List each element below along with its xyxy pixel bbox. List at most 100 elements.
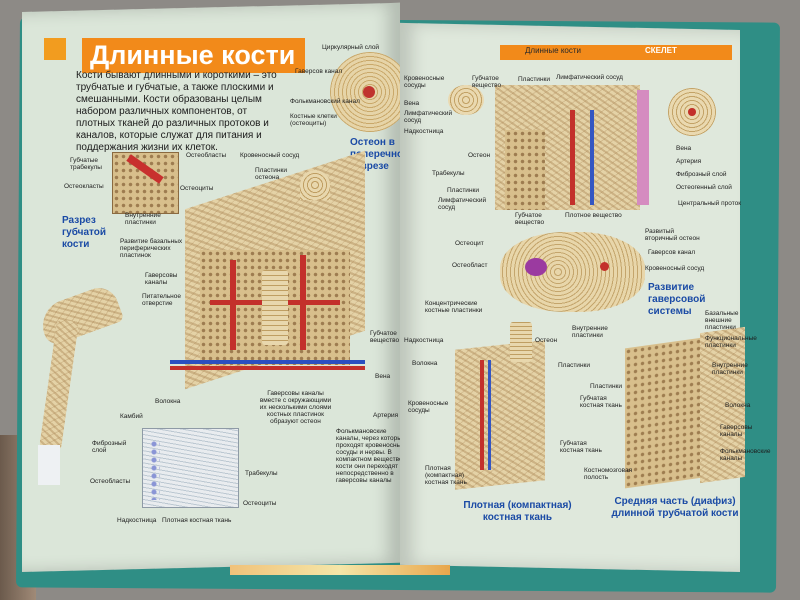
orange-tab xyxy=(44,38,66,60)
right-block-spongy xyxy=(505,130,545,210)
label-osteoblasts1: Остеобласты xyxy=(186,152,227,159)
right-osteon-center xyxy=(688,108,696,116)
label-lamina: Лимфатический сосуд xyxy=(404,110,453,124)
label-plastinki2: Пластинки xyxy=(447,187,480,194)
label-plastinki4: Пластинки xyxy=(590,383,623,390)
label-krov-sosud: Кровеносный сосуд xyxy=(240,152,300,159)
label-inner-plast: Внутренние пластинки xyxy=(125,212,161,226)
right-red-vessel xyxy=(570,110,575,205)
label-nadkost2: Надкостница xyxy=(404,337,444,344)
label-section-tub: Разрез губчатой кости xyxy=(62,215,107,250)
label-inner-plast-r: Внутренние пластинки xyxy=(572,325,608,339)
label-blue-diaphysis: Средняя часть (диафиз) длинной трубчатой… xyxy=(611,496,739,519)
compact-osteon-cylinder xyxy=(510,322,532,362)
right-pink-membrane xyxy=(637,90,649,205)
label-limfat2: Лимфатический сосуд xyxy=(438,197,487,211)
label-vena2: Вена xyxy=(676,145,692,152)
label-folk-kan2: Фолькмановские каналы xyxy=(720,448,771,462)
label-osteoblast-r: Остеобласт xyxy=(452,262,488,269)
label-havers-canal: Гаверсов канал xyxy=(295,68,343,75)
label-osteoblasts2: Остеобласты xyxy=(90,478,131,485)
label-plastinki3: Пластинки xyxy=(558,362,591,369)
label-dev-osteon: Развитый вторичный остеон xyxy=(645,228,700,242)
label-central-canal: Центральный проток xyxy=(678,200,742,207)
header-chapter: СКЕЛЕТ xyxy=(645,46,677,55)
label-plast-osteon: Пластинки остеона xyxy=(255,167,288,181)
label-fibr-layer: Фиброзный слой xyxy=(92,440,127,454)
footer-decoration xyxy=(230,565,450,575)
label-havers-desc: Гаверсовы каналы вместе с окружающими их… xyxy=(259,390,332,425)
label-krov-sosudy-r: Кровеносные сосуды xyxy=(404,75,445,89)
label-volk-desc: Фолькмановские каналы, через которые про… xyxy=(336,428,406,484)
label-plotnaya: Плотная (компактная) костная ткань xyxy=(425,465,467,486)
label-nadkost-r: Надкостница xyxy=(404,128,444,135)
label-havers-canals: Гаверсовы каналы xyxy=(145,272,178,286)
header-section: Длинные кости xyxy=(525,46,581,55)
label-nutr-hole: Питательное отверстие xyxy=(142,293,181,307)
label-tub-vesh: Губчатое вещество xyxy=(472,75,502,89)
label-volokna2: Волокна xyxy=(725,402,751,409)
block-red-vessel-base xyxy=(170,366,365,370)
label-tub-trab: Губчатые трабекулы xyxy=(70,157,102,171)
label-circ-layer: Циркулярный слой xyxy=(322,44,380,51)
label-volokna-r: Волокна xyxy=(412,360,438,367)
label-tub-tkan: Губчатая костная ткань xyxy=(580,395,622,409)
havers-development-illustration xyxy=(500,232,645,312)
label-krov-sosudy2: Кровеносные сосуды xyxy=(408,400,449,414)
osteon-cone xyxy=(300,170,330,200)
intro-text: Кости бывают длинными и короткими – это … xyxy=(76,70,277,153)
label-nadkost: Надкостница xyxy=(117,517,157,524)
label-osteocytes1: Остеоциты xyxy=(180,185,214,192)
label-tub-vesh2: Губчатое вещество xyxy=(515,212,545,226)
label-osteogen: Остеогенный слой xyxy=(676,184,732,191)
femur-end xyxy=(38,445,60,485)
label-dev-havers: Развитие гаверсовой системы xyxy=(648,282,706,317)
label-plastinki: Пластинки xyxy=(518,76,551,83)
label-bazal: Базальные внешние пластинки xyxy=(705,310,739,331)
block-red-vessel-1 xyxy=(230,260,236,350)
right-blue-vessel xyxy=(590,110,594,205)
label-osteon-blue: Остеон в поперечном разрезе xyxy=(350,137,411,172)
label-osteocytes2: Остеоциты xyxy=(243,500,277,507)
label-dev-bazal: Развитие базальных периферических пласти… xyxy=(120,238,183,259)
label-vnutr-plast: Внутренние пластинки xyxy=(712,362,748,376)
right-osteon-cylinder xyxy=(448,85,484,115)
block-blue-vessel xyxy=(170,360,365,364)
label-fibr-layer-r: Фиброзный слой xyxy=(676,171,727,178)
label-volkman-canal: Фолькмановский канал xyxy=(290,98,360,105)
compact-blue-vessel xyxy=(488,360,491,470)
label-trabecules: Трабекулы xyxy=(245,470,278,477)
label-tub-sub: Губчатое вещество xyxy=(370,330,400,344)
label-artery2: Артерия xyxy=(676,158,702,165)
spongy-bone-section-illustration xyxy=(112,152,179,214)
label-kostn-polost: Костномозговая полость xyxy=(584,467,633,481)
compact-red-vessel xyxy=(480,360,484,470)
label-volokna: Волокна xyxy=(155,398,181,405)
havers-dev-red xyxy=(600,262,609,271)
label-artery: Артерия xyxy=(373,412,399,419)
label-havers-canal-r: Гаверсов канал xyxy=(648,249,696,256)
periosteum-cells xyxy=(150,440,160,500)
label-tub-kost-tkan: Губчатая костная ткань xyxy=(560,440,602,454)
havers-canal-dot xyxy=(363,86,375,98)
label-bone-cells: Костные клетки (остеоциты) xyxy=(290,113,337,127)
label-osteon-r: Остеон xyxy=(468,152,491,159)
label-concentric: Концентрические костные пластинки xyxy=(425,300,483,314)
label-dense-tissue: Плотная костная ткань xyxy=(162,517,232,524)
label-blue-compact: Плотная (компактная) костная ткань xyxy=(463,500,572,523)
label-funk-plast: Функциональные пластинки xyxy=(705,335,757,349)
label-kambiy: Камбий xyxy=(120,413,143,420)
havers-dev-nucleus xyxy=(525,258,547,276)
label-vena: Вена xyxy=(375,373,391,380)
label-trabecules-r: Трабекулы xyxy=(432,170,465,177)
header-bar xyxy=(500,45,732,60)
label-limfat: Лимфатический сосуд xyxy=(556,74,623,81)
label-osteoclasts1: Остеокласты xyxy=(64,183,104,190)
label-osteocyte-r: Остеоцит xyxy=(455,240,484,247)
label-havers-kan2: Гаверсовы каналы xyxy=(720,424,753,438)
label-osteon2: Остеон xyxy=(535,337,558,344)
osteon-tower xyxy=(262,270,288,345)
page-title: Длинные кости xyxy=(82,38,306,73)
label-dense-plast: Плотное вещество xyxy=(565,212,622,219)
label-krov-sosud-r: Кровеносный сосуд xyxy=(645,265,705,272)
